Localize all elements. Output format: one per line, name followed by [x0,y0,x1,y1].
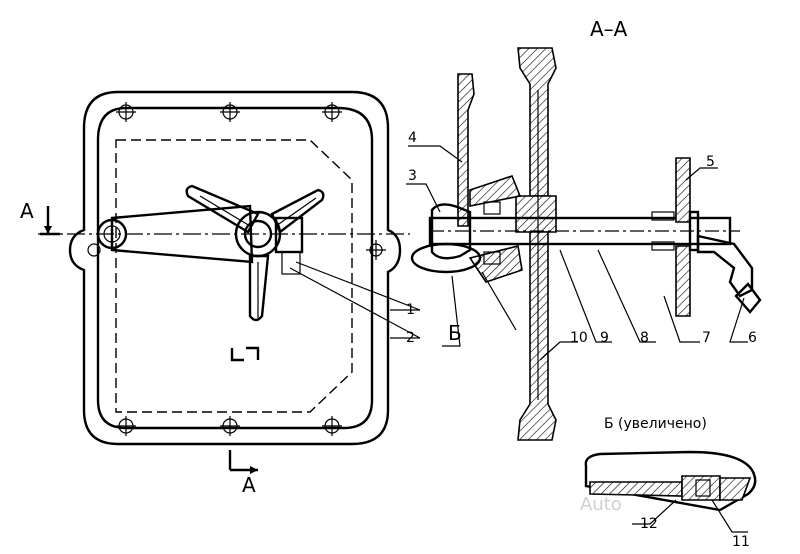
callout-4: 4 [408,130,417,146]
callout-5: 5 [706,154,715,170]
callout-12: 12 [640,516,658,532]
callout-3: 3 [408,168,417,184]
callout-11: 11 [732,534,750,550]
callout-1: 1 [406,302,415,318]
bolt-hole-group [87,102,386,436]
callout-10: 10 [570,330,588,346]
callout-2: 2 [406,330,415,346]
section-mark-bottom: А [242,473,256,497]
callout-7: 7 [702,330,711,346]
watermark: Auto [580,494,622,515]
detail-title: Б (увеличено) [604,416,707,432]
section-title: А–А [590,17,628,41]
section-mark-left: А [20,199,34,223]
callout-9: 9 [600,330,609,346]
front-view [38,90,410,474]
detail-view [584,450,757,512]
detail-mark: Б [448,321,462,345]
callout-8: 8 [640,330,649,346]
section-view [410,47,762,441]
callout-6: 6 [748,330,757,346]
